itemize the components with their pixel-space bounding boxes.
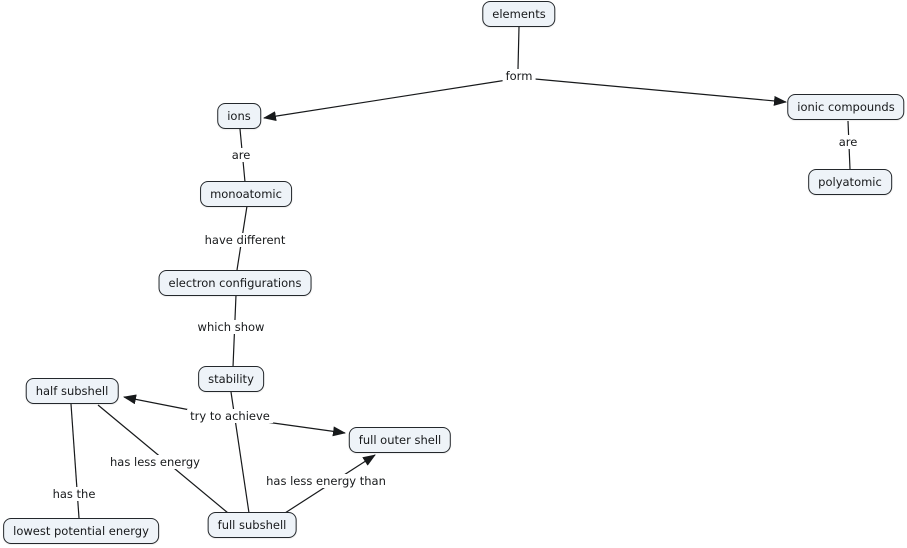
- edge-form-ions: [263, 79, 508, 122]
- link-label-has-less-energy[interactable]: has less energy: [107, 455, 203, 469]
- edge-elements-form: [517, 26, 520, 70]
- edge-try-to-achieve-half-subshell: [123, 394, 191, 411]
- node-stability[interactable]: stability: [198, 366, 264, 392]
- link-label-which-show[interactable]: which show: [194, 320, 268, 334]
- node-electron-configurations[interactable]: electron configurations: [158, 270, 312, 296]
- link-label-have-different[interactable]: have different: [201, 233, 289, 247]
- node-elements[interactable]: elements: [482, 1, 556, 27]
- node-monoatomic[interactable]: monoatomic: [200, 181, 292, 207]
- node-polyatomic[interactable]: polyatomic: [808, 169, 892, 195]
- edge-form-ionic-compounds: [534, 78, 787, 106]
- link-label-has-less-energy-than[interactable]: has less energy than: [263, 474, 389, 488]
- link-label-form[interactable]: form: [502, 69, 536, 83]
- edge-try-to-achieve-full-outer-shell: [265, 421, 346, 437]
- node-ions[interactable]: ions: [217, 103, 261, 129]
- link-label-are-ions[interactable]: are: [228, 148, 254, 162]
- node-half-subshell[interactable]: half subshell: [25, 378, 119, 404]
- link-label-try-to-achieve[interactable]: try to achieve: [187, 409, 273, 423]
- node-full-subshell[interactable]: full subshell: [207, 512, 297, 538]
- link-label-has-the[interactable]: has the: [49, 487, 99, 501]
- link-label-are-compounds[interactable]: are: [835, 135, 861, 149]
- node-lowest-potential-energy[interactable]: lowest potential energy: [3, 518, 159, 544]
- node-ionic-compounds[interactable]: ionic compounds: [787, 94, 905, 120]
- node-full-outer-shell[interactable]: full outer shell: [348, 427, 452, 453]
